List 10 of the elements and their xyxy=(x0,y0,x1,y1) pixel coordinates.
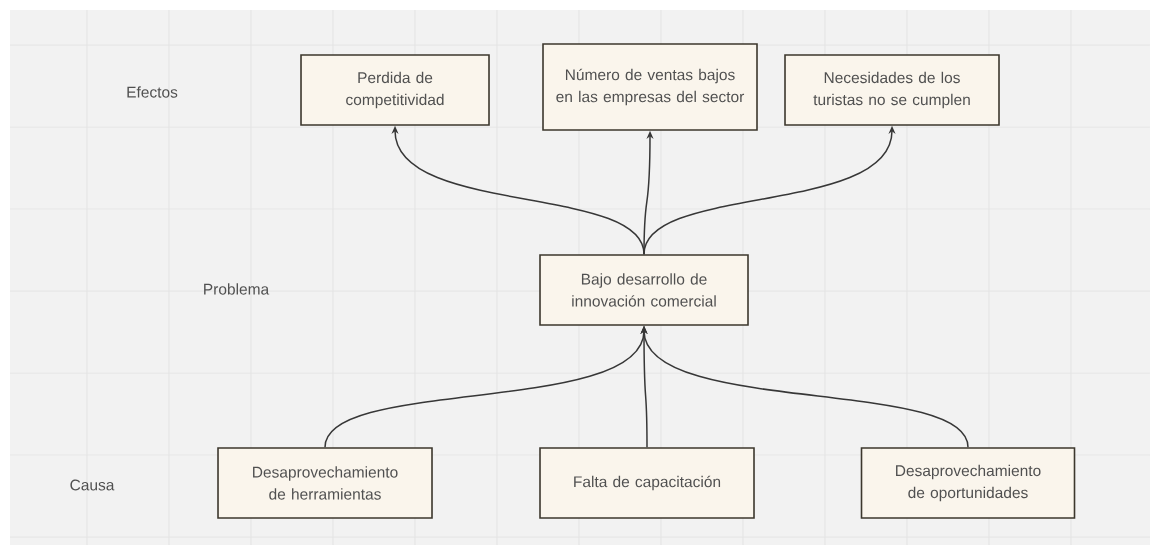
text-box: Bajo desarrollo de innovación comercial xyxy=(539,254,749,326)
row-label: Causa xyxy=(70,479,115,491)
text-box: Desaprovechamiento de oportunidades xyxy=(860,447,1076,519)
text-box: Perdida de competitividad xyxy=(300,54,490,126)
text-box: Falta de capacitación xyxy=(539,447,755,519)
text-box: Desaprovechamiento de herramientas xyxy=(217,447,433,519)
text-box: Número de ventas bajos en las empresas del sector xyxy=(542,43,758,131)
text-box: Necesidades de los turistas no se cumplen xyxy=(784,54,1000,126)
row-label: Problema xyxy=(204,283,270,295)
row-label: Efectos xyxy=(127,86,178,98)
